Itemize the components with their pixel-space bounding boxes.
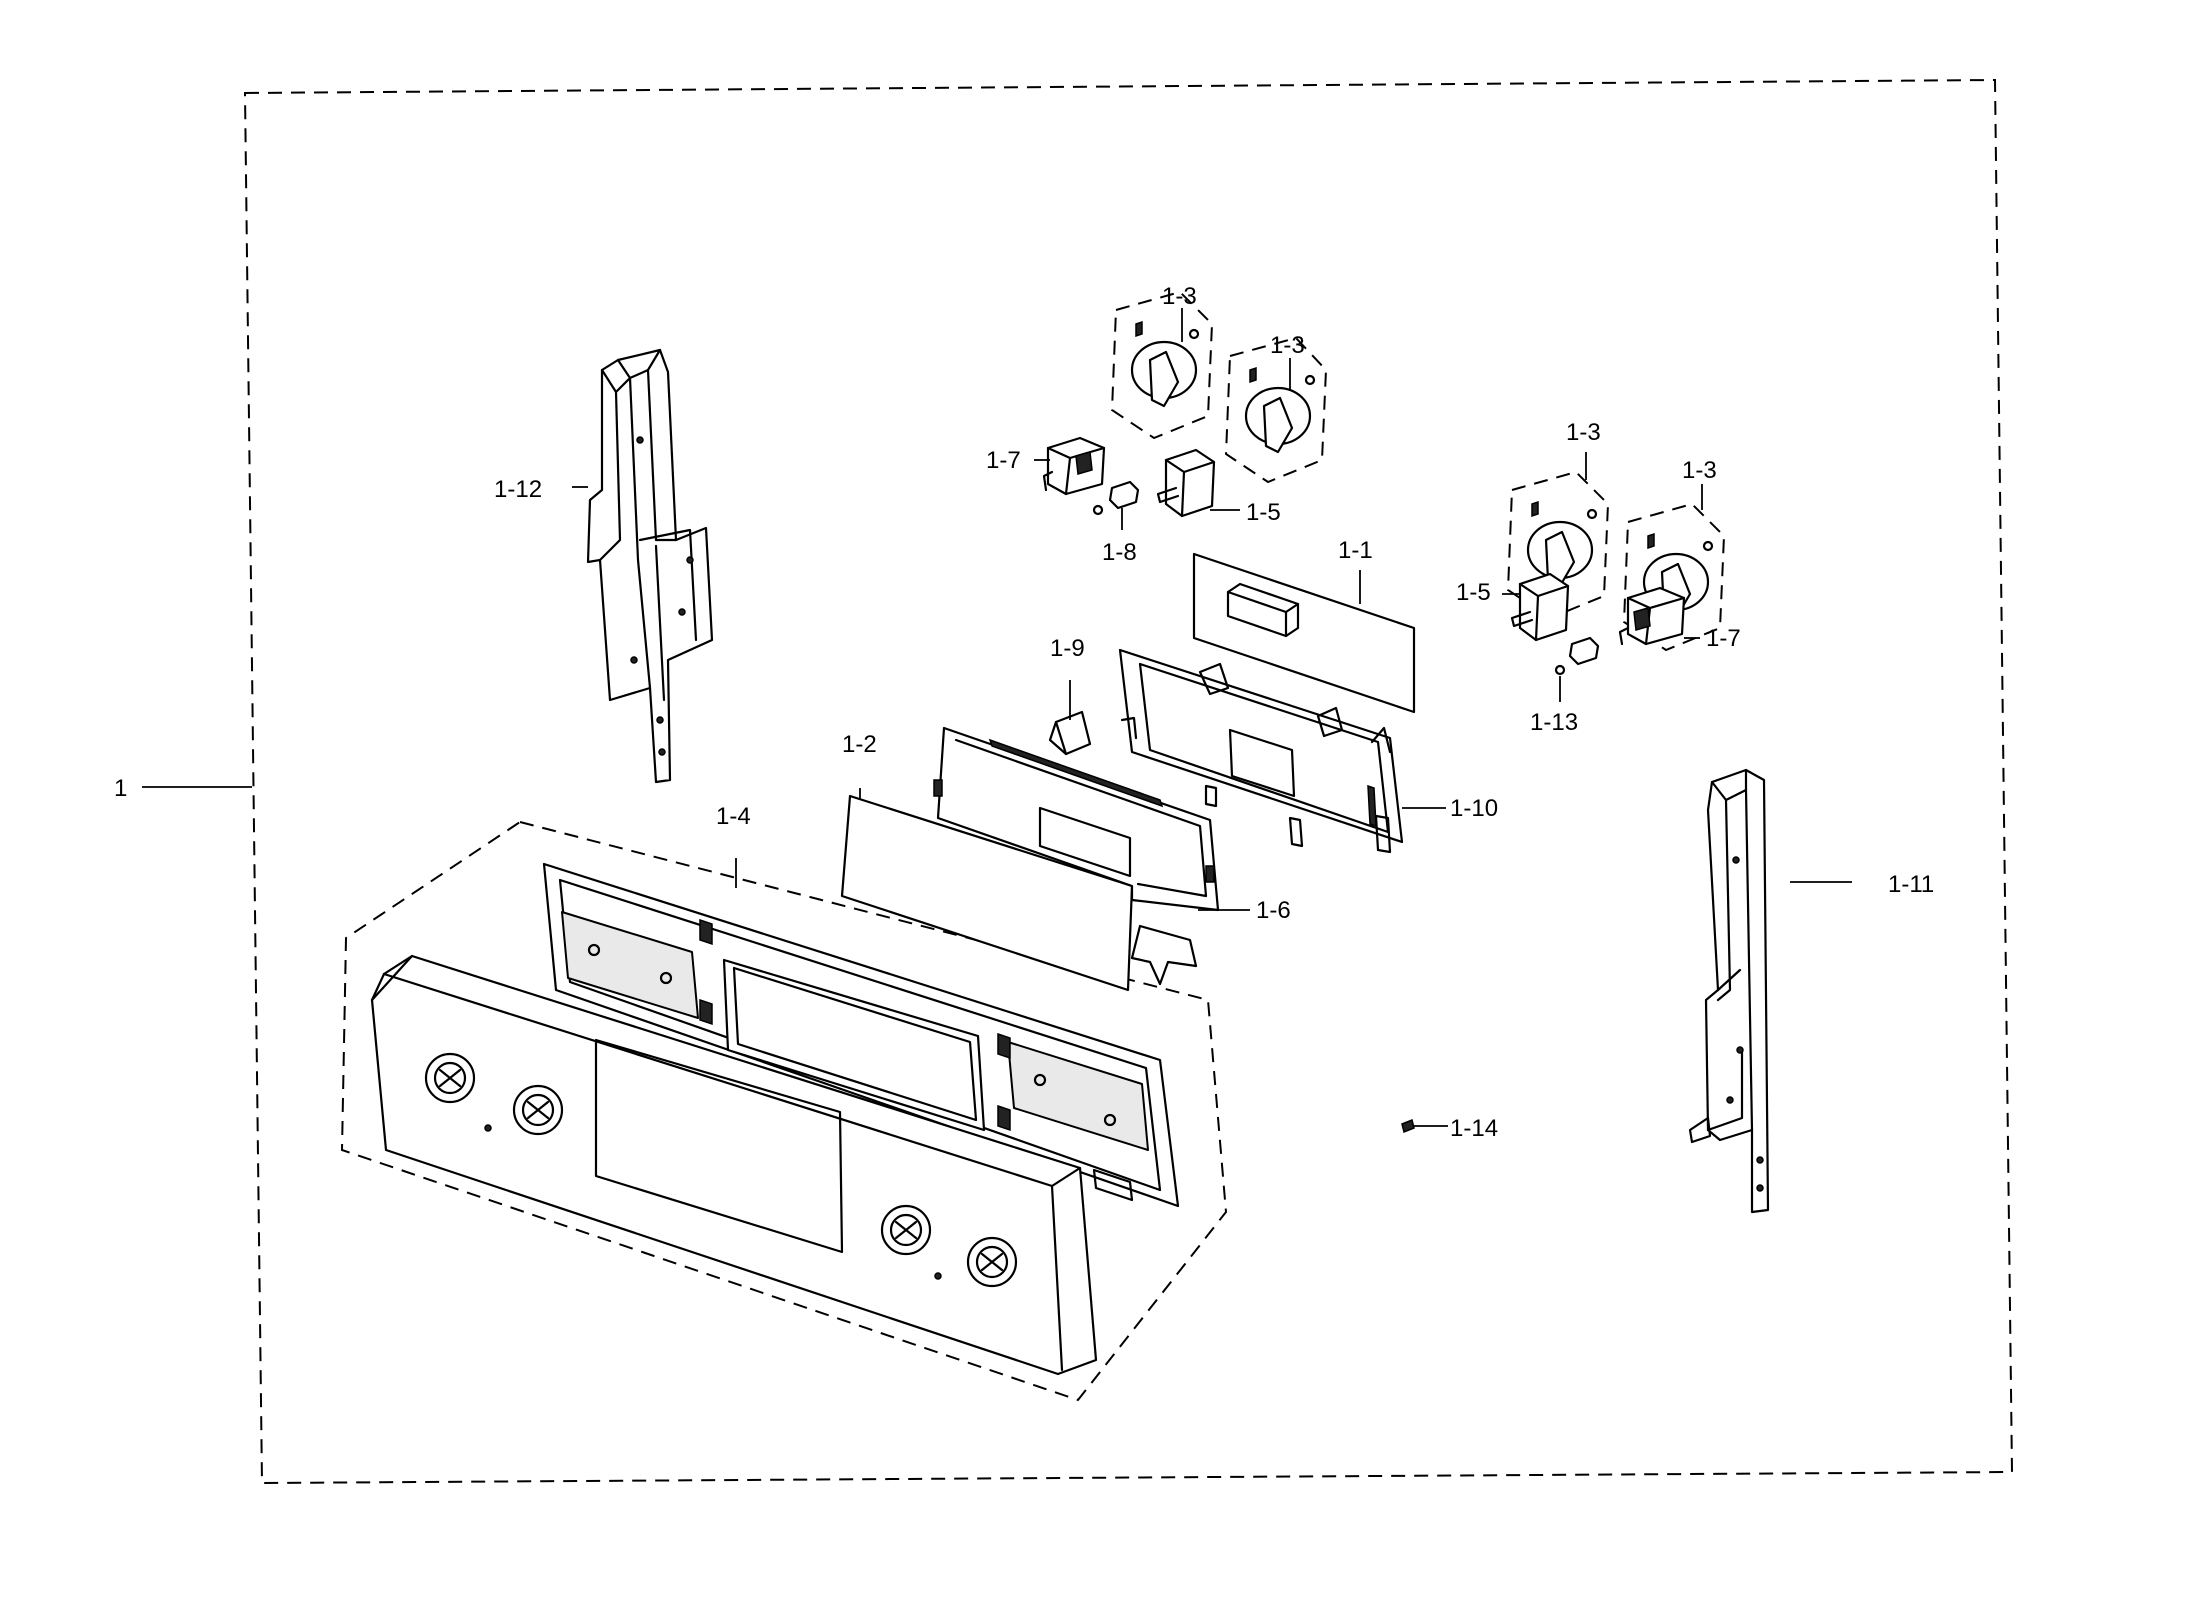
part-1-4-panel-frame: [542, 862, 1180, 1208]
label-1-10: 1-10: [1450, 795, 1498, 822]
part-1-2-display-lens: [840, 794, 1134, 992]
leader-lines: [142, 308, 1852, 1127]
label-1-3-b: 1-3: [1270, 332, 1305, 359]
front-knob-2: [512, 1084, 564, 1136]
part-1-4-front-panel: [370, 954, 1098, 1376]
label-1-1: 1-1: [1338, 537, 1373, 564]
part-1-13-small-cap: [1554, 636, 1600, 676]
part-1-4-boundary: [340, 820, 1228, 1402]
part-1-5-encoder-a: [1156, 448, 1216, 518]
front-knob-3: [880, 1204, 932, 1256]
label-1-8: 1-8: [1102, 539, 1137, 566]
front-knob-4: [966, 1236, 1018, 1288]
part-1-7-switch-a: [1042, 436, 1106, 496]
label-1-11: 1-11: [1888, 871, 1934, 898]
label-1-6: 1-6: [1256, 897, 1291, 924]
label-1-3-a: 1-3: [1162, 283, 1197, 310]
part-1-9-clip: [1048, 710, 1092, 756]
label-1-5-a: 1-5: [1246, 499, 1281, 526]
part-1-5-encoder-b: [1510, 572, 1570, 642]
part-labels: 1 1-12 1-3 1-3 1-3 1-3 1-7 1-7 1-5 1-5 1…: [114, 283, 1934, 1142]
part-1-6-display-frame: [933, 726, 1220, 986]
part-1-7-switch-b: [1618, 586, 1686, 646]
part-1-3-knob-a: [1110, 290, 1214, 440]
label-1-14: 1-14: [1450, 1115, 1498, 1142]
front-knob-1: [424, 1052, 476, 1104]
label-1-7-a: 1-7: [986, 447, 1021, 474]
label-1-5-b: 1-5: [1456, 579, 1491, 606]
part-1-14-screw: [1401, 1118, 1415, 1134]
label-1-12: 1-12: [494, 476, 542, 503]
part-1-10-pcb-bracket: [1118, 648, 1404, 854]
part-1-11-right-bracket: [1688, 768, 1770, 1214]
label-1-3-c: 1-3: [1566, 419, 1601, 446]
part-1-8-small-cap: [1092, 480, 1140, 516]
part-1-3-knob-c: [1506, 470, 1610, 620]
label-1-4: 1-4: [716, 803, 751, 830]
label-1-7-b: 1-7: [1706, 625, 1741, 652]
label-1-3-d: 1-3: [1682, 457, 1717, 484]
label-1: 1: [114, 775, 127, 802]
label-1-13: 1-13: [1530, 709, 1578, 736]
part-1-3-knob-b: [1224, 336, 1328, 484]
label-1-2: 1-2: [842, 731, 877, 758]
label-1-9: 1-9: [1050, 635, 1085, 662]
part-1-1-pcb: [1192, 552, 1416, 714]
part-1-12-left-bracket: [586, 348, 714, 784]
